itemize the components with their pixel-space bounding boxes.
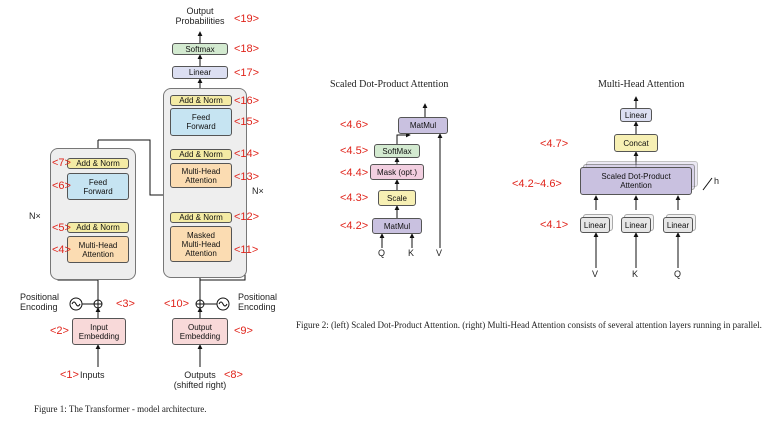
encoder-feed-forward: Feed Forward — [67, 173, 129, 200]
sdpa-q-label: Q — [378, 248, 386, 258]
annotation-5: <5> — [52, 222, 71, 234]
sdpa-matmul-bottom: MatMul — [372, 218, 422, 234]
mha-concat-block: Concat — [614, 134, 658, 152]
outputs-label: Outputs (shifted right) — [173, 370, 227, 390]
mha-linear-k: Linear — [621, 217, 651, 233]
annotation-4-6: <4.6> — [340, 119, 369, 131]
mha-h-label: h — [714, 176, 720, 186]
mha-sdpa-block: Scaled Dot-Product Attention — [580, 167, 692, 195]
annotation-15: <15> — [234, 116, 260, 128]
annotation-1: <1> — [60, 369, 79, 381]
decoder-positional-encoding-label: Positional Encoding — [238, 292, 278, 312]
sdpa-mask-block: Mask (opt.) — [370, 164, 424, 180]
decoder-add-norm-3: Add & Norm — [170, 95, 232, 106]
input-embedding-block: Input Embedding — [72, 318, 126, 345]
annotation-4-1: <4.1> — [540, 219, 569, 231]
annotation-16: <16> — [234, 95, 260, 107]
encoder-nx-label: N× — [29, 211, 41, 221]
sdpa-matmul-top: MatMul — [398, 117, 448, 134]
mha-v-label: V — [592, 269, 599, 279]
annotation-4-3: <4.3> — [340, 192, 369, 204]
annotation-6: <6> — [52, 180, 71, 192]
annotation-19: <19> — [234, 13, 260, 25]
output-probabilities-label: Output Probabilities — [175, 6, 225, 26]
annotation-4-7: <4.7> — [540, 138, 569, 150]
annotation-4-5: <4.5> — [340, 145, 369, 157]
encoder-add-norm-1: Add & Norm — [67, 222, 129, 233]
encoder-add-norm-2: Add & Norm — [67, 158, 129, 169]
mha-linear-top: Linear — [620, 108, 652, 122]
mha-title: Multi-Head Attention — [598, 79, 685, 90]
annotation-4: <4> — [52, 244, 71, 256]
annotation-12: <12> — [234, 211, 260, 223]
annotation-4-2-to-4-6: <4.2~4.6> — [512, 178, 562, 190]
annotation-10: <10> — [164, 298, 190, 310]
sdpa-softmax-block: SoftMax — [374, 144, 420, 158]
sdpa-v-label: V — [436, 248, 443, 258]
figure-2-caption: Figure 2: (left) Scaled Dot-Product Atte… — [296, 320, 762, 330]
annotation-11: <11> — [234, 244, 259, 256]
annotation-9: <9> — [234, 325, 253, 337]
encoder-positional-encoding-label: Positional Encoding — [20, 292, 60, 312]
annotation-7: <7> — [52, 157, 71, 169]
annotation-8: <8> — [224, 369, 243, 381]
decoder-add-norm-2: Add & Norm — [170, 149, 232, 160]
annotation-4-4: <4.4> — [340, 167, 369, 179]
decoder-nx-label: N× — [252, 186, 264, 196]
decoder-add-norm-1: Add & Norm — [170, 212, 232, 223]
mha-linear-v: Linear — [580, 217, 610, 233]
sdpa-scale-block: Scale — [378, 190, 416, 206]
annotation-17: <17> — [234, 67, 260, 79]
decoder-softmax-block: Softmax — [172, 43, 228, 55]
annotation-14: <14> — [234, 148, 260, 160]
sdpa-title: Scaled Dot-Product Attention — [330, 79, 449, 90]
sdpa-k-label: K — [408, 248, 415, 258]
annotation-3: <3> — [116, 298, 135, 310]
annotation-18: <18> — [234, 43, 260, 55]
encoder-multi-head-attention: Multi-Head Attention — [67, 236, 129, 263]
decoder-feed-forward: Feed Forward — [170, 108, 232, 136]
inputs-label: Inputs — [80, 370, 105, 380]
decoder-masked-multi-head-attention: Masked Multi-Head Attention — [170, 226, 232, 262]
annotation-13: <13> — [234, 171, 260, 183]
annotation-4-2: <4.2> — [340, 220, 369, 232]
mha-q-label: Q — [674, 269, 682, 279]
figure-1-caption: Figure 1: The Transformer - model archit… — [34, 404, 207, 414]
output-embedding-block: Output Embedding — [172, 318, 228, 345]
annotation-2: <2> — [50, 325, 69, 337]
decoder-linear-block: Linear — [172, 66, 228, 79]
decoder-multi-head-attention: Multi-Head Attention — [170, 163, 232, 188]
mha-k-label: K — [632, 269, 639, 279]
mha-linear-q: Linear — [663, 217, 693, 233]
